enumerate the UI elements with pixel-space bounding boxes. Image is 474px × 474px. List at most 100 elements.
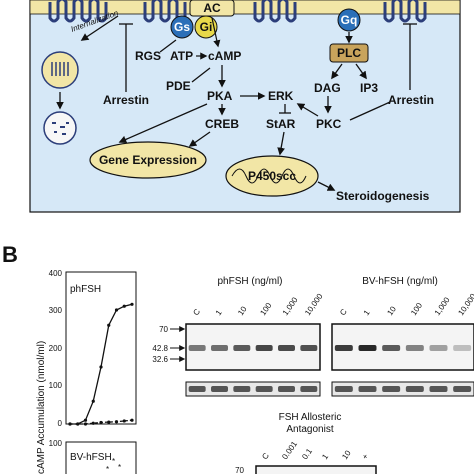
arrow-creb-gene — [188, 131, 211, 147]
blot-band — [233, 345, 251, 351]
panel-b-label: B — [2, 242, 18, 267]
mw-32-6: 32.6 — [152, 355, 168, 364]
lane-label: 10,000 — [456, 291, 474, 317]
lane-label: 10 — [236, 304, 249, 317]
ac-box — [189, 0, 235, 17]
blot2-frame — [331, 323, 474, 371]
blot-band — [429, 345, 448, 351]
blot1-title: phFSH (ng/ml) — [217, 276, 282, 287]
antagonist-lane-label: 10 — [340, 448, 353, 461]
loading-band — [255, 386, 273, 392]
p450scc-label: P450scc — [248, 169, 296, 183]
gs-label: Gs — [174, 20, 190, 34]
antagonist-lane-label: + — [360, 452, 370, 461]
blot2-bands — [334, 345, 472, 351]
series-0-point-5 — [107, 323, 111, 327]
erk-label: ERK — [268, 89, 294, 103]
arrow-pka-gene — [118, 103, 208, 144]
panel-a-diagram: AC Gs Gi Gq Internalization RGS ATP cAMP — [29, 0, 461, 213]
inhibit-pde — [191, 67, 211, 83]
bottom-y-tick: 100 — [49, 439, 63, 448]
lane-label: 100 — [409, 301, 424, 318]
y-tick-200: 200 — [49, 344, 63, 353]
series-0-point-4 — [99, 365, 103, 369]
graph-bottom: BV-hFSH 100 * * * — [49, 439, 137, 474]
receptor-left — [48, 0, 108, 23]
series-1-point-0 — [68, 422, 72, 426]
cell-membrane — [29, 0, 461, 15]
mw-70: 70 — [159, 325, 168, 334]
loading-band — [334, 386, 353, 392]
blot-band — [382, 345, 401, 351]
blot-band — [255, 345, 273, 351]
mw-42-8: 42.8 — [152, 344, 168, 353]
steroidogenesis-label: Steroidogenesis — [336, 189, 430, 203]
arrow-plc-dag — [331, 63, 343, 80]
lane-label: 10 — [385, 304, 398, 317]
star-label: StAR — [266, 117, 296, 131]
camp-label: cAMP — [208, 49, 241, 63]
lane-label: 1,000 — [433, 295, 452, 317]
ip3-label: IP3 — [360, 81, 378, 95]
y-axis-label: cAMP Accumulation (nmol/ml) — [36, 341, 47, 474]
antagonist-mw: 70 — [235, 466, 244, 474]
loading-band — [233, 386, 251, 392]
mito-cristae — [231, 168, 307, 184]
series-1-point-2 — [83, 422, 88, 426]
series-1-point-7 — [122, 419, 126, 423]
lysosome-fragments — [52, 122, 69, 135]
arrow-internalization — [80, 15, 119, 41]
pka-label: PKA — [207, 89, 233, 103]
lane-label: 100 — [258, 301, 273, 318]
graph-top-series — [68, 302, 134, 426]
pde-label: PDE — [166, 79, 191, 93]
series-0-point-3 — [91, 399, 95, 403]
bottom-star-1: * — [112, 457, 115, 466]
plc-label: PLC — [337, 46, 361, 60]
endosome-receptor — [51, 62, 69, 76]
bottom-star-2: * — [118, 463, 121, 472]
lane-label: C — [191, 307, 202, 317]
antagonist-lane-label: 0.1 — [300, 446, 314, 461]
blot-band — [300, 345, 318, 351]
loading-band — [188, 386, 206, 392]
ac-label: AC — [203, 1, 221, 15]
blot-band — [278, 345, 295, 351]
arrow-plc-ip3 — [355, 63, 367, 80]
loading-band — [405, 386, 424, 392]
blot2-title: BV-hFSH (ng/ml) — [362, 276, 438, 287]
series-1-point-4 — [99, 420, 103, 425]
graph-top: phFSH 400 300 200 100 0 — [49, 269, 137, 428]
bottom-star-3: * — [106, 465, 109, 474]
graph-top-title: phFSH — [70, 284, 101, 295]
antagonist-title-1: FSH Allosteric — [279, 412, 342, 423]
blot1-loading — [185, 381, 321, 397]
graph-top-frame — [65, 271, 137, 425]
inhibit-rgs — [159, 39, 177, 53]
series-1-point-1 — [76, 422, 80, 426]
arrow-pkc-erk — [296, 103, 319, 117]
y-tick-100: 100 — [49, 381, 63, 390]
series-1-point-8 — [130, 418, 134, 422]
graph-bottom-frame — [65, 441, 137, 474]
lane-label: 1,000 — [281, 295, 300, 317]
inhibit-arrestin-pkc — [349, 101, 391, 121]
loading-band — [453, 386, 472, 392]
panel-b: B phFSH 400 300 200 100 0 BV-hFSH 100 * … — [2, 242, 474, 474]
mitochondrion — [225, 155, 319, 197]
blot1-bands — [188, 345, 318, 351]
gq-circle — [337, 8, 361, 32]
series-1-point-6 — [114, 420, 119, 424]
pkc-label: PKC — [316, 117, 342, 131]
creb-label: CREB — [205, 117, 239, 131]
y-tick-300: 300 — [49, 306, 63, 315]
antagonist-lane-label: 1 — [320, 452, 330, 461]
antagonist-lane-label: C — [260, 451, 271, 461]
lane-label: 1 — [362, 308, 372, 317]
nucleus — [89, 141, 207, 179]
receptor-right — [383, 0, 427, 23]
